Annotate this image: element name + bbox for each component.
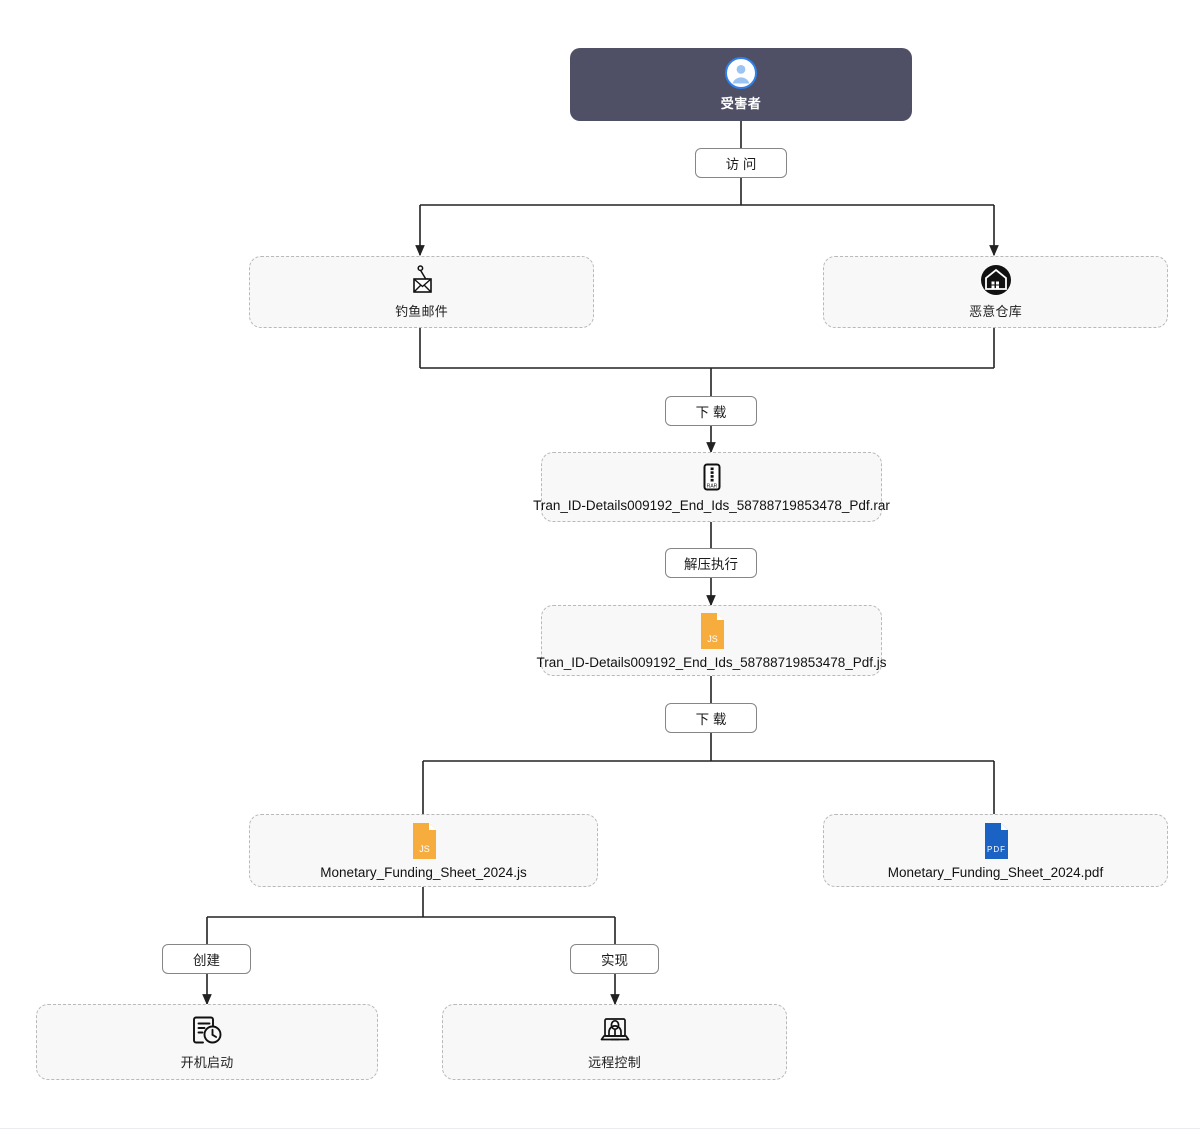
node-remote-control[interactable]: 远程控制 <box>442 1004 787 1080</box>
node-startup-persistence[interactable]: 开机启动 <box>36 1004 378 1080</box>
edge-label-create: 创建 <box>162 944 251 974</box>
node-malicious-repository[interactable]: 恶意仓库 <box>823 256 1168 328</box>
rar-archive-icon: RAR <box>698 461 726 493</box>
edge-label-achieve: 实现 <box>570 944 659 974</box>
svg-text:JS: JS <box>707 634 718 644</box>
node-pdf-decoy[interactable]: PDF Monetary_Funding_Sheet_2024.pdf <box>823 814 1168 887</box>
node-victim-label: 受害者 <box>720 96 762 111</box>
node-js-payload-label: Monetary_Funding_Sheet_2024.js <box>320 864 527 880</box>
node-startup-persistence-label: 开机启动 <box>180 1055 234 1070</box>
js-file-icon: JS <box>409 822 439 860</box>
node-victim[interactable]: 受害者 <box>570 48 912 121</box>
node-js-payload[interactable]: JS Monetary_Funding_Sheet_2024.js <box>249 814 598 887</box>
pdf-file-icon: PDF <box>981 822 1011 860</box>
js-file-icon: JS <box>697 612 727 650</box>
svg-text:RAR: RAR <box>706 483 717 489</box>
scheduled-task-icon <box>190 1013 224 1047</box>
edge-label-download-2: 下 载 <box>665 703 757 733</box>
node-js-dropper[interactable]: JS Tran_ID-Details009192_End_Ids_5878871… <box>537 605 887 676</box>
user-avatar-icon <box>725 57 757 89</box>
edge-label-download-1: 下 载 <box>665 396 757 426</box>
node-js-dropper-label: Tran_ID-Details009192_End_Ids_5878871985… <box>536 654 887 670</box>
node-pdf-decoy-label: Monetary_Funding_Sheet_2024.pdf <box>887 864 1104 880</box>
node-phishing-mail-label: 钓鱼邮件 <box>395 304 448 319</box>
node-rar-archive[interactable]: RAR Tran_ID-Details009192_End_Ids_587887… <box>533 452 890 522</box>
malicious-warehouse-icon <box>980 264 1012 296</box>
node-malicious-repository-label: 恶意仓库 <box>969 304 1022 319</box>
node-rar-archive-label: Tran_ID-Details009192_End_Ids_5878871985… <box>533 498 890 513</box>
svg-text:JS: JS <box>419 844 430 854</box>
bottom-divider <box>0 1128 1200 1129</box>
edge-label-access: 访 问 <box>695 148 787 178</box>
remote-control-icon <box>598 1013 632 1047</box>
node-remote-control-label: 远程控制 <box>588 1055 641 1070</box>
svg-text:PDF: PDF <box>987 845 1006 854</box>
edge-label-unpack-execute: 解压执行 <box>665 548 757 578</box>
phishing-mail-icon <box>407 264 437 296</box>
node-phishing-mail[interactable]: 钓鱼邮件 <box>249 256 594 328</box>
